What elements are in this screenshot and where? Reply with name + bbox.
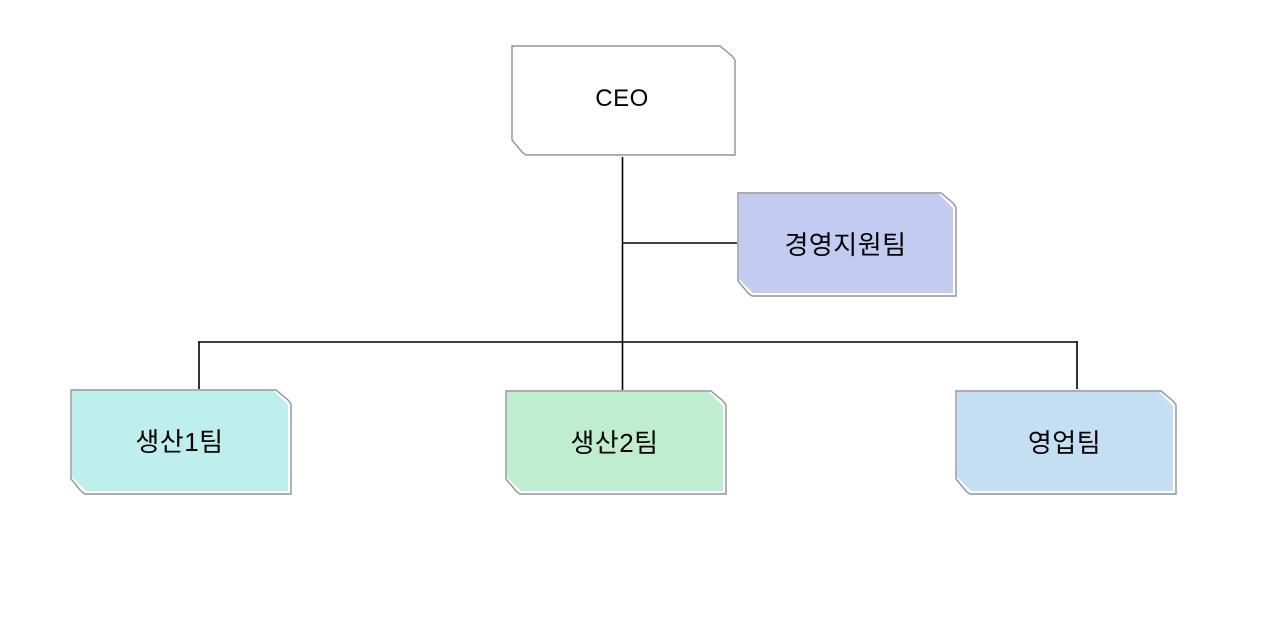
snip-corner-box-shape bbox=[955, 390, 1177, 495]
org-node-sales-team-label: 영업팀 bbox=[1027, 427, 1102, 458]
node-outline bbox=[511, 45, 736, 156]
snip-corner-box-shape bbox=[511, 45, 736, 156]
snip-corner-box-shape bbox=[737, 192, 957, 297]
org-node-ceo-label: CEO bbox=[595, 85, 649, 112]
node-fill-area bbox=[739, 194, 953, 293]
node-fill-area bbox=[507, 392, 723, 491]
org-node-management-support[interactable]: 경영지원팀 bbox=[737, 192, 958, 298]
snip-corner-box-shape bbox=[70, 389, 292, 495]
org-node-production-team-2-label: 생산2팀 bbox=[570, 427, 659, 458]
node-fill-area bbox=[72, 391, 288, 491]
org-node-ceo[interactable]: CEO bbox=[511, 45, 737, 157]
node-outline bbox=[505, 390, 727, 495]
node-outline bbox=[70, 389, 292, 495]
org-node-management-support-label: 경영지원팀 bbox=[784, 229, 907, 260]
node-outline bbox=[955, 390, 1177, 495]
org-node-sales-team[interactable]: 영업팀 bbox=[955, 390, 1178, 496]
node-outline bbox=[737, 192, 957, 297]
node-fill-area bbox=[513, 47, 732, 152]
org-node-production-team-1-label: 생산1팀 bbox=[135, 427, 224, 457]
org-node-production-team-2[interactable]: 생산2팀 bbox=[505, 390, 728, 496]
snip-corner-box-shape bbox=[505, 390, 727, 495]
org-node-production-team-1[interactable]: 생산1팀 bbox=[70, 389, 293, 496]
node-fill-area bbox=[957, 392, 1173, 491]
